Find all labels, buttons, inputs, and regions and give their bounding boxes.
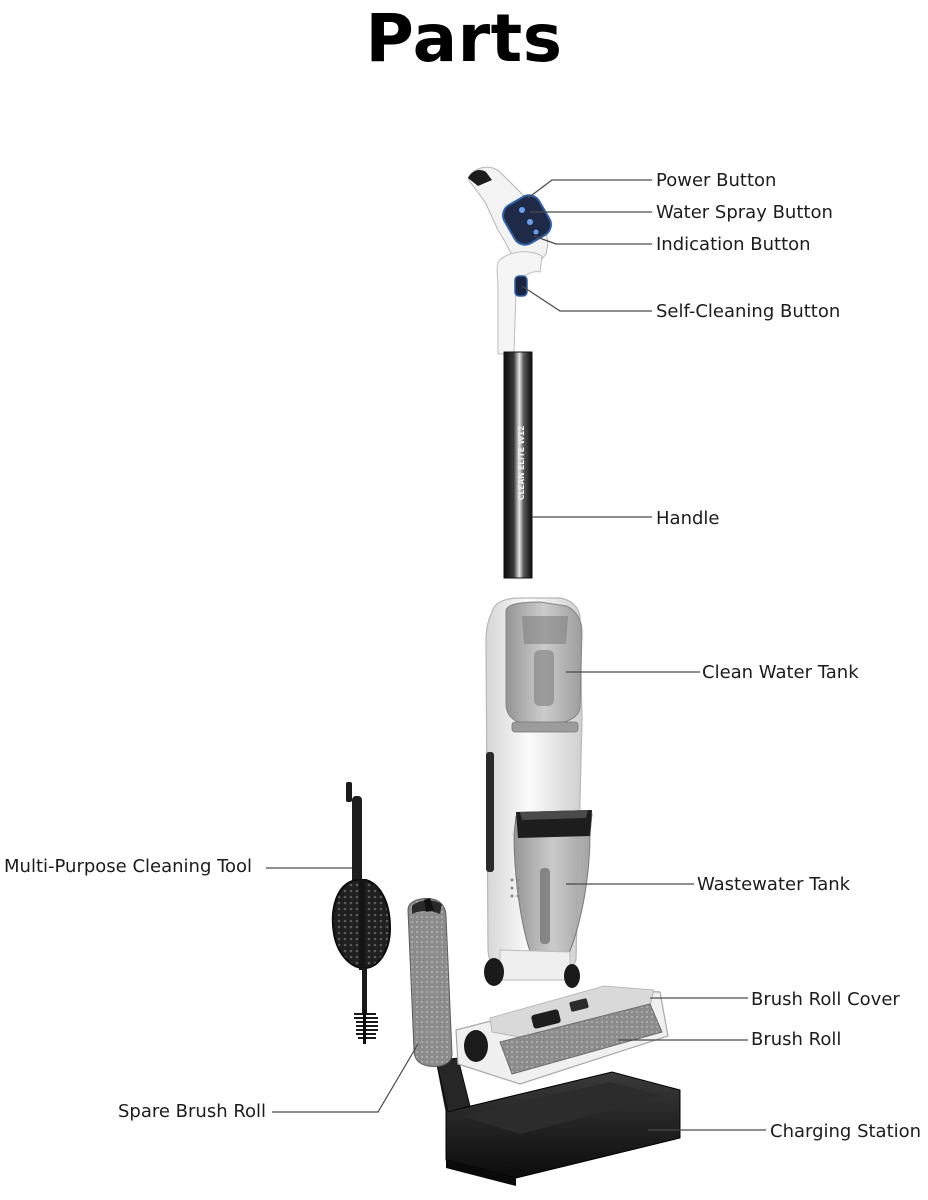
self-cleaning-switch xyxy=(514,275,528,297)
leader-indication-button xyxy=(533,235,652,245)
spare-brush-roll-part xyxy=(407,897,453,1067)
control-panel xyxy=(502,194,552,246)
label-water-spray-button: Water Spray Button xyxy=(656,202,833,223)
label-power-button: Power Button xyxy=(656,170,777,191)
leader-lines xyxy=(266,179,766,1131)
label-brush-roll-cover: Brush Roll Cover xyxy=(751,989,900,1010)
label-brush-roll: Brush Roll xyxy=(751,1029,842,1050)
product-model-text: CLEAN ELITE W12 xyxy=(517,426,526,500)
multi-purpose-tool-part xyxy=(331,782,392,1044)
label-indication-button: Indication Button xyxy=(656,234,811,255)
label-charging-station: Charging Station xyxy=(770,1121,922,1142)
label-spare-brush-roll: Spare Brush Roll xyxy=(118,1101,267,1122)
handle-part: CLEAN ELITE W12 xyxy=(467,166,552,579)
leader-self-cleaning-button xyxy=(521,285,652,312)
label-multi-purpose-cleaning-tool: Multi-Purpose Cleaning Tool xyxy=(4,856,253,877)
label-self-cleaning-button: Self-Cleaning Button xyxy=(656,301,841,322)
label-wastewater-tank: Wastewater Tank xyxy=(697,874,851,895)
page-title: Parts xyxy=(365,0,563,77)
leader-spare-brush-roll xyxy=(272,1043,419,1113)
charging-station-part xyxy=(435,1057,681,1186)
brush-roll-shape xyxy=(499,1003,663,1075)
cleaning-head-part xyxy=(455,985,669,1085)
label-clean-water-tank: Clean Water Tank xyxy=(702,662,859,683)
leader-power-button xyxy=(527,179,652,199)
label-handle: Handle xyxy=(656,508,720,529)
main-body-part xyxy=(484,597,593,988)
